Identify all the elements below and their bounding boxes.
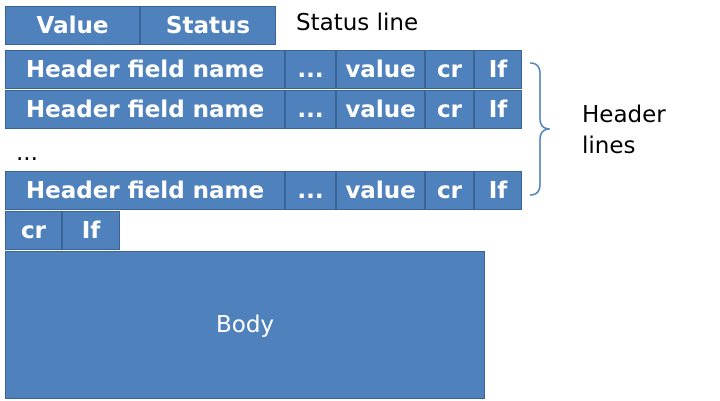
header-lf-cell: If [474,50,522,89]
header-lf-cell: If [474,171,522,210]
header-cr-cell: cr [425,90,474,129]
header-field-name-cell: Header field name [5,50,285,89]
header-ellipsis: ... [16,140,38,166]
header-separator-cell: ... [285,50,336,89]
header-lines-label: Header lines [582,100,666,162]
header-lines-label-line: lines [582,133,636,159]
status-status-cell: Status [140,6,276,45]
header-lines-label-line: Header [582,102,666,128]
end-cr-cell: cr [5,211,62,250]
end-lf-cell: If [62,211,120,250]
header-lines-brace [529,62,551,196]
header-separator-cell: ... [285,171,336,210]
body-box: Body [5,251,485,399]
header-field-name-cell: Header field name [5,171,285,210]
status-line-label: Status line [296,10,419,36]
header-cr-cell: cr [425,171,474,210]
header-value-cell: value [336,90,425,129]
header-field-name-cell: Header field name [5,90,285,129]
header-separator-cell: ... [285,90,336,129]
status-value-cell: Value [5,6,140,45]
header-value-cell: value [336,171,425,210]
header-value-cell: value [336,50,425,89]
brace-path [529,62,551,196]
header-lf-cell: If [474,90,522,129]
header-cr-cell: cr [425,50,474,89]
